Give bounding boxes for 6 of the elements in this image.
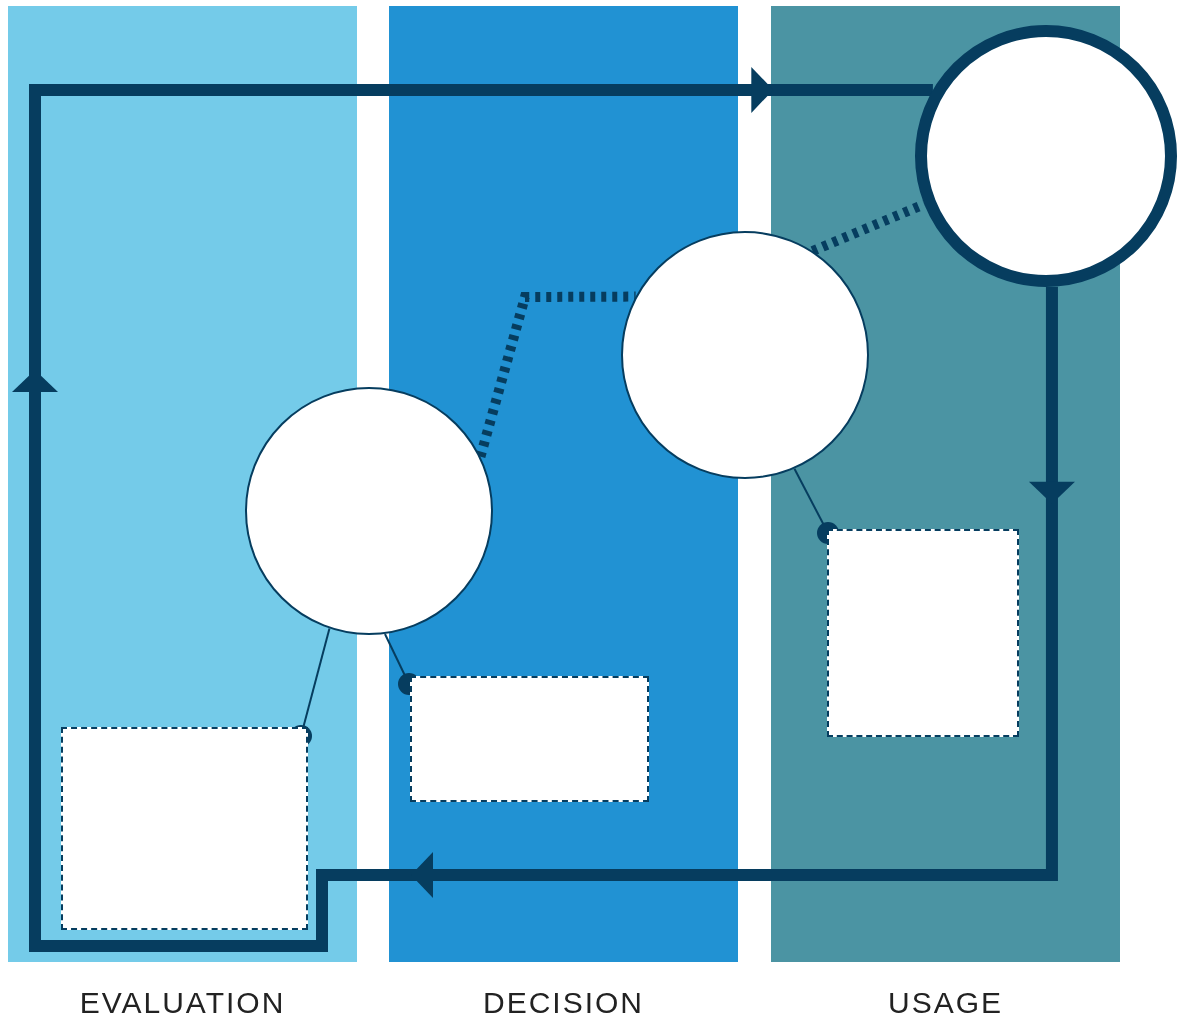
column-label: DECISION	[483, 986, 644, 1020]
column-label: EVALUATION	[79, 986, 286, 1020]
empty-dashed-box	[61, 727, 308, 930]
empty-dashed-box	[827, 529, 1019, 737]
column-label: USAGE	[888, 986, 1003, 1020]
empty-dashed-box	[410, 676, 649, 802]
